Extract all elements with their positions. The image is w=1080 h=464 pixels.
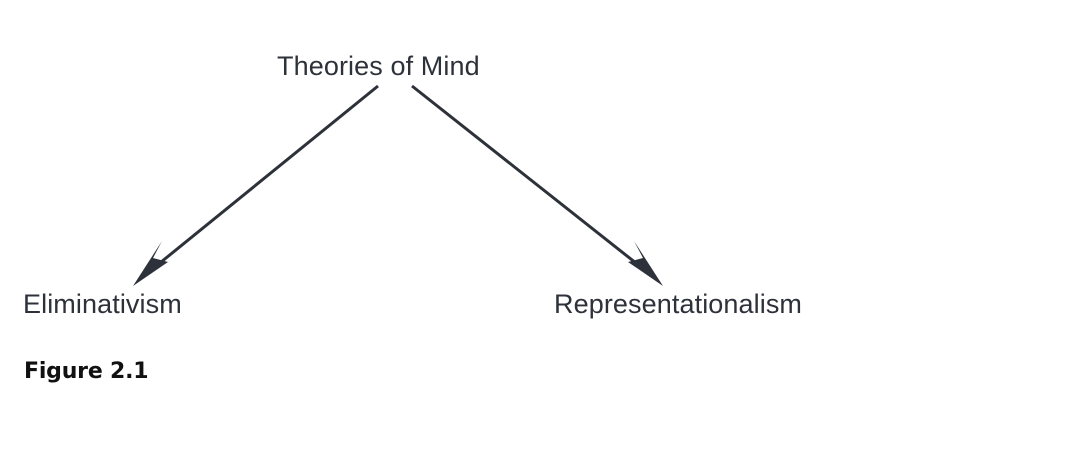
edge-root-to-eliminativism xyxy=(133,84,379,286)
node-eliminativism: Eliminativism xyxy=(23,289,182,319)
figure-caption: Figure 2.1 xyxy=(24,359,149,384)
node-representationalism: Representationalism xyxy=(554,289,803,319)
arrowhead-left-icon xyxy=(133,241,168,286)
node-theories-of-mind: Theories of Mind xyxy=(277,51,480,81)
arrowhead-right-icon xyxy=(628,241,663,286)
edge-root-to-representationalism xyxy=(411,84,663,286)
